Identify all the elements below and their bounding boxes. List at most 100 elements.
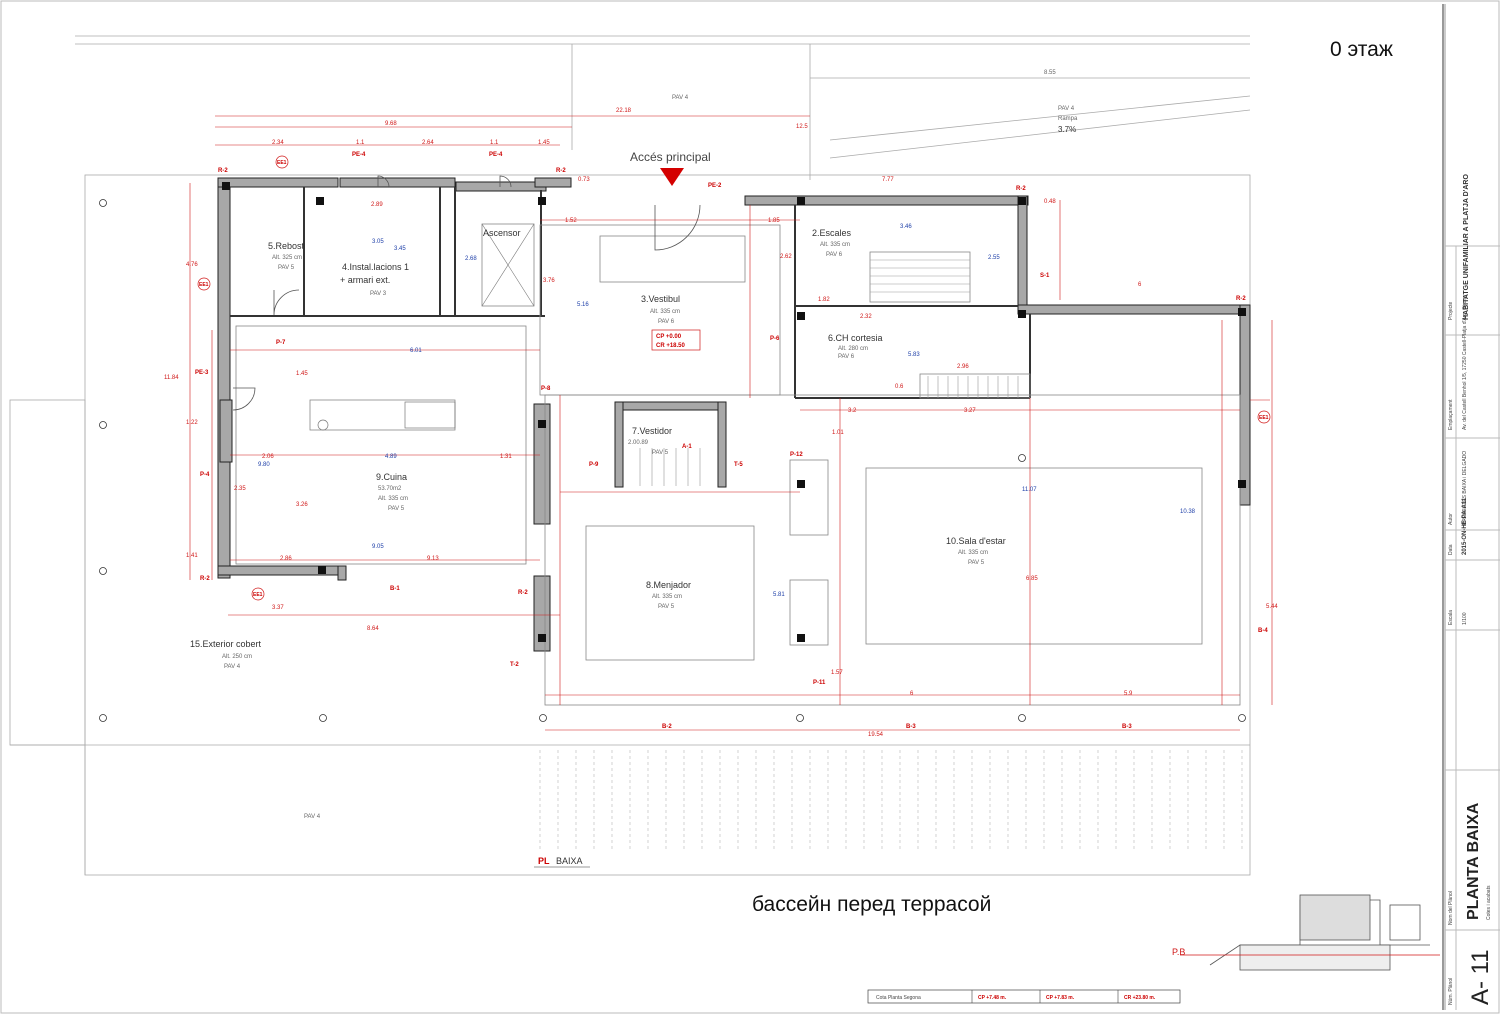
plan-number-label: Núm. Plànol xyxy=(1448,978,1454,1005)
svg-text:B-3: B-3 xyxy=(1122,724,1132,730)
svg-text:3.46: 3.46 xyxy=(900,224,912,230)
svg-text:11.07: 11.07 xyxy=(1022,487,1037,493)
svg-text:1.85: 1.85 xyxy=(768,218,780,224)
elevator-shaft xyxy=(481,223,535,307)
svg-text:P-7: P-7 xyxy=(276,340,286,346)
svg-text:B-1: B-1 xyxy=(390,586,400,592)
svg-text:T-2: T-2 xyxy=(510,662,519,668)
svg-text:P-11: P-11 xyxy=(813,680,826,686)
title-block: Projecte HABITATGE UNIFAMILIAR A PLATJA … xyxy=(1445,174,1500,1010)
entrance-label: Accés principal xyxy=(630,150,711,164)
svg-text:2.34: 2.34 xyxy=(272,140,284,146)
svg-text:S-1: S-1 xyxy=(1040,273,1050,279)
svg-text:5.81: 5.81 xyxy=(773,592,785,598)
svg-text:22.18: 22.18 xyxy=(616,108,632,114)
svg-text:0.73: 0.73 xyxy=(578,177,590,183)
svg-text:2.86: 2.86 xyxy=(280,556,292,562)
room-finish: PAV 5 xyxy=(658,604,675,610)
svg-text:R-2: R-2 xyxy=(1236,296,1246,302)
svg-text:2.64: 2.64 xyxy=(422,140,434,146)
svg-text:PAV 4: PAV 4 xyxy=(672,95,689,101)
plan-number: A- 11 xyxy=(1467,949,1494,1005)
plan-title: PLANTA BAIXA xyxy=(1465,802,1482,920)
svg-text:PAV 4: PAV 4 xyxy=(1058,106,1075,112)
svg-text:3.05: 3.05 xyxy=(372,239,384,245)
svg-text:P-4: P-4 xyxy=(200,472,210,478)
svg-text:A-1: A-1 xyxy=(682,444,692,450)
level-box: CP +0.00 CR +18.50 xyxy=(651,329,701,351)
svg-text:2.62: 2.62 xyxy=(780,254,792,260)
room-name: 3.Vestibul xyxy=(641,294,680,304)
svg-text:PE-4: PE-4 xyxy=(489,152,503,158)
svg-text:1.01: 1.01 xyxy=(832,430,844,436)
svg-text:5.9: 5.9 xyxy=(1124,691,1133,697)
svg-text:9.80: 9.80 xyxy=(258,462,270,468)
door-swings xyxy=(232,175,701,411)
svg-text:3.76: 3.76 xyxy=(543,278,555,284)
svg-text:3.27: 3.27 xyxy=(964,408,976,414)
svg-text:0.6: 0.6 xyxy=(895,384,904,390)
svg-text:0.48: 0.48 xyxy=(1044,199,1056,205)
svg-text:EE1: EE1 xyxy=(199,282,209,288)
svg-text:T-5: T-5 xyxy=(734,462,743,468)
level-table: Cota Planta Segona CP +7.48 m. CP +7.83 … xyxy=(867,989,1181,1004)
room-name: 7.Vestidor xyxy=(632,426,672,436)
svg-text:1.31: 1.31 xyxy=(500,454,512,460)
svg-text:R-2: R-2 xyxy=(518,590,528,596)
room-labels: 5.Rebost Alt. 325 cm PAV 5 4.Instal.laci… xyxy=(190,228,1006,670)
kitchen-counter xyxy=(317,401,456,431)
project-label: Projecte xyxy=(1448,301,1454,320)
svg-text:1.57: 1.57 xyxy=(831,670,843,676)
svg-text:6: 6 xyxy=(910,691,914,697)
svg-text:12.5: 12.5 xyxy=(796,124,808,130)
svg-text:5.83: 5.83 xyxy=(908,352,920,358)
dimension-values: 22.18 12.5 9.68 2.34 1.1 2.64 1.1 1.45 7… xyxy=(164,108,1278,738)
room-name: 5.Rebost xyxy=(268,241,305,251)
svg-text:PAV 4: PAV 4 xyxy=(304,814,321,820)
room-height: Alt. 250 cm xyxy=(222,654,252,660)
dimension-lines xyxy=(189,115,1273,731)
room-name: 2.Escales xyxy=(812,228,852,238)
room-height: Alt. 335 cm xyxy=(650,309,680,315)
room-name: + armari ext. xyxy=(340,275,390,285)
date: 2015-ON-HE-PA-A11 xyxy=(1462,497,1468,555)
level-table-cp2: CP +7.83 m. xyxy=(1046,995,1075,1001)
pool-note: бассейн перед террасой xyxy=(752,893,992,916)
svg-text:19.54: 19.54 xyxy=(868,732,884,738)
columns xyxy=(222,182,1246,642)
svg-text:5.16: 5.16 xyxy=(577,302,589,308)
svg-text:1.82: 1.82 xyxy=(818,297,830,303)
svg-text:4.76: 4.76 xyxy=(186,262,198,268)
plan-label: PL BAIXA PAV 4 xyxy=(304,814,590,868)
level-table-cp: CP +7.48 m. xyxy=(978,995,1007,1001)
grid-markers xyxy=(99,199,1246,722)
room-finish: PAV 3 xyxy=(370,291,387,297)
svg-text:1.22: 1.22 xyxy=(186,420,198,426)
pool-deck-hatch xyxy=(539,750,1243,850)
room-finish: PAV 6 xyxy=(826,252,843,258)
svg-text:9.05: 9.05 xyxy=(372,544,384,550)
room-name: 15.Exterior cobert xyxy=(190,639,262,649)
svg-text:9.68: 9.68 xyxy=(385,121,397,127)
svg-text:P-12: P-12 xyxy=(790,452,803,458)
room-finish: PAV 5 xyxy=(652,450,669,456)
entrance-arrow xyxy=(660,168,684,186)
scale: 1/100 xyxy=(1462,612,1468,625)
svg-text:10.38: 10.38 xyxy=(1180,509,1196,515)
plan-name: BAIXA xyxy=(556,856,583,866)
svg-text:R-2: R-2 xyxy=(200,576,210,582)
svg-text:6: 6 xyxy=(1138,282,1142,288)
room-finish: PAV 5 xyxy=(278,265,295,271)
room-area: 2.00.89 xyxy=(628,440,649,446)
svg-text:9.13: 9.13 xyxy=(427,556,439,562)
svg-text:8.55: 8.55 xyxy=(1044,70,1056,76)
svg-text:1.1: 1.1 xyxy=(490,140,499,146)
svg-text:11.84: 11.84 xyxy=(164,375,179,381)
location-label: Emplaçament xyxy=(1448,399,1454,430)
author-label: Autor xyxy=(1448,513,1454,525)
level-cr: CR +18.50 xyxy=(656,343,686,349)
svg-text:2.35: 2.35 xyxy=(234,486,246,492)
room-height: Alt. 335 cm xyxy=(652,594,682,600)
room-height: Alt. 325 cm xyxy=(272,255,302,261)
